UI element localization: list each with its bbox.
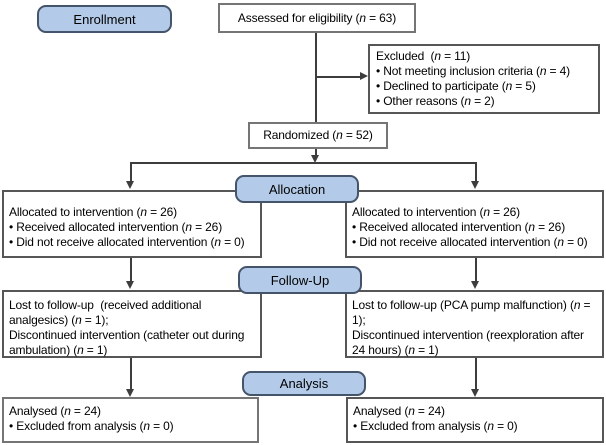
text-line: Discontinued intervention (catheter out …: [9, 328, 248, 357]
text-line: • Did not receive allocated intervention…: [9, 235, 245, 249]
arrowhead-followup-left-icon: [126, 281, 134, 289]
text-line: • Other reasons (n = 2): [376, 94, 495, 108]
text-line: Discontinued intervention (reexploration…: [352, 328, 588, 357]
text-line: Allocated to intervention (n = 26): [352, 205, 521, 219]
text-line: Excluded (n = 11): [376, 49, 471, 63]
text-line: • Excluded from analysis (n = 0): [9, 419, 174, 433]
assessed-for-eligibility-box: Assessed for eligibility (n = 63): [218, 3, 416, 33]
text-line: • Not meeting inclusion criteria (n = 4): [376, 64, 570, 78]
followup-left-box: Lost to follow-up (received additional a…: [2, 290, 262, 358]
connector-to-excluded: [316, 76, 360, 78]
text-line: Lost to follow-up (PCA pump malfunction)…: [352, 298, 594, 327]
connector-randomized-to-split: [315, 149, 317, 157]
allocation-stage-badge: Allocation: [235, 175, 359, 203]
split-line: [130, 162, 477, 164]
connector-split-to-allocation-right: [475, 163, 477, 182]
analysis-stage-badge: Analysis: [242, 371, 366, 396]
arrowhead-excluded-icon: [360, 72, 368, 80]
excluded-box: Excluded (n = 11)• Not meeting inclusion…: [368, 44, 600, 114]
allocation-right-box: Allocated to intervention (n = 26)• Rece…: [345, 190, 604, 258]
text-line: Analysed (n = 24): [9, 404, 101, 418]
analysis-left-box: Analysed (n = 24)• Excluded from analysi…: [2, 397, 259, 443]
text-line: Lost to follow-up (received additional a…: [9, 298, 205, 327]
allocation-left-box: Allocated to intervention (n = 26)• Rece…: [2, 190, 262, 258]
text-line: Assessed for eligibility (n = 63): [237, 10, 397, 25]
connector-allocation-to-followup-right: [475, 258, 477, 282]
text-line: Allocated to intervention (n = 26): [9, 205, 178, 219]
arrowhead-followup-right-icon: [471, 281, 479, 289]
arrowhead-allocation-left-icon: [126, 181, 134, 189]
arrowhead-allocation-right-icon: [471, 181, 479, 189]
followup-stage-badge: Follow-Up: [238, 266, 362, 294]
connector-followup-to-analysis-left: [130, 358, 132, 390]
text-line: • Excluded from analysis (n = 0): [353, 419, 518, 433]
connector-followup-to-analysis-right: [475, 358, 477, 390]
followup-right-box: Lost to follow-up (PCA pump malfunction)…: [345, 290, 604, 358]
text-line: • Received allocated intervention (n = 2…: [9, 220, 223, 234]
text-line: • Did not receive allocated intervention…: [352, 235, 588, 249]
randomized-box: Randomized (n = 52): [248, 122, 388, 149]
text-line: Analysed (n = 24): [353, 404, 445, 418]
text-line: • Received allocated intervention (n = 2…: [352, 220, 566, 234]
connector-allocation-to-followup-left: [130, 258, 132, 282]
analysis-right-box: Analysed (n = 24)• Excluded from analysi…: [346, 397, 604, 443]
arrowhead-analysis-right-icon: [471, 389, 479, 397]
text-line: • Declined to participate (n = 5): [376, 79, 536, 93]
text-line: Randomized (n = 52): [263, 128, 373, 142]
connector-split-to-allocation-left: [130, 163, 132, 182]
arrowhead-analysis-left-icon: [126, 389, 134, 397]
arrowhead-split-icon: [311, 155, 319, 163]
enrollment-stage-badge: Enrollment: [37, 5, 172, 33]
